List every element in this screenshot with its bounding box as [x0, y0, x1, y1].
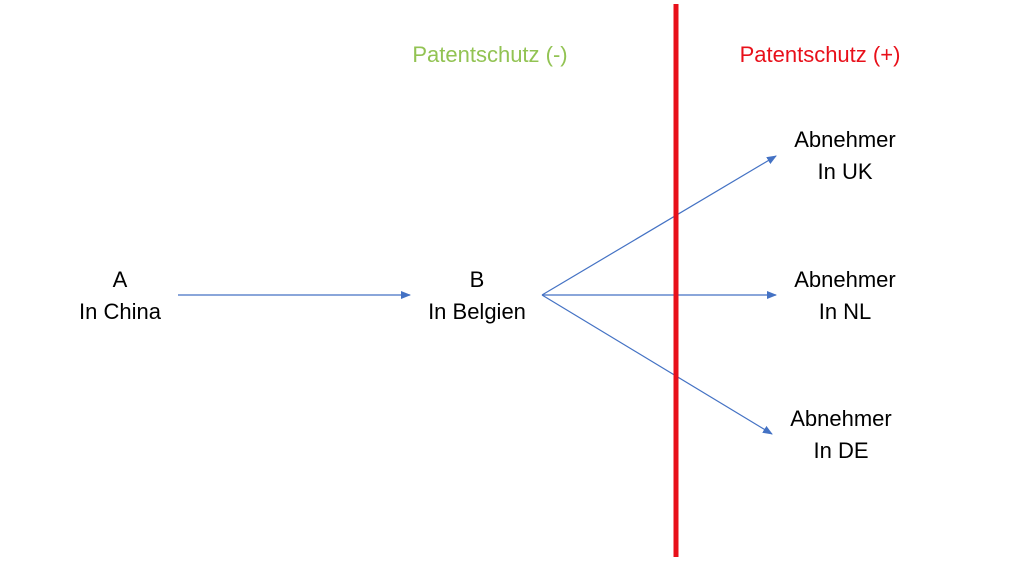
node-buyer-de-title: Abnehmer — [790, 406, 892, 431]
edge-b-to-uk — [541, 155, 777, 296]
region-label-patent: Patentschutz (+) — [739, 42, 901, 67]
node-b: B In Belgien — [402, 264, 552, 328]
node-buyer-de-location: In DE — [813, 438, 869, 463]
region-label-no-patent: Patentschutz (-) — [412, 42, 568, 67]
node-buyer-nl: Abnehmer In NL — [770, 264, 920, 328]
node-buyer-uk: Abnehmer In UK — [770, 124, 920, 188]
node-a-location: In China — [79, 299, 161, 324]
node-buyer-uk-title: Abnehmer — [794, 127, 896, 152]
node-buyer-nl-location: In NL — [818, 299, 872, 324]
node-b-location: In Belgien — [428, 299, 526, 324]
node-a-title: A — [112, 267, 128, 292]
node-buyer-nl-title: Abnehmer — [794, 267, 896, 292]
node-buyer-uk-location: In UK — [817, 159, 873, 184]
node-b-title: B — [469, 267, 485, 292]
node-a: A In China — [60, 264, 180, 328]
node-buyer-de: Abnehmer In DE — [766, 403, 916, 467]
edge-b-to-de — [541, 294, 773, 435]
